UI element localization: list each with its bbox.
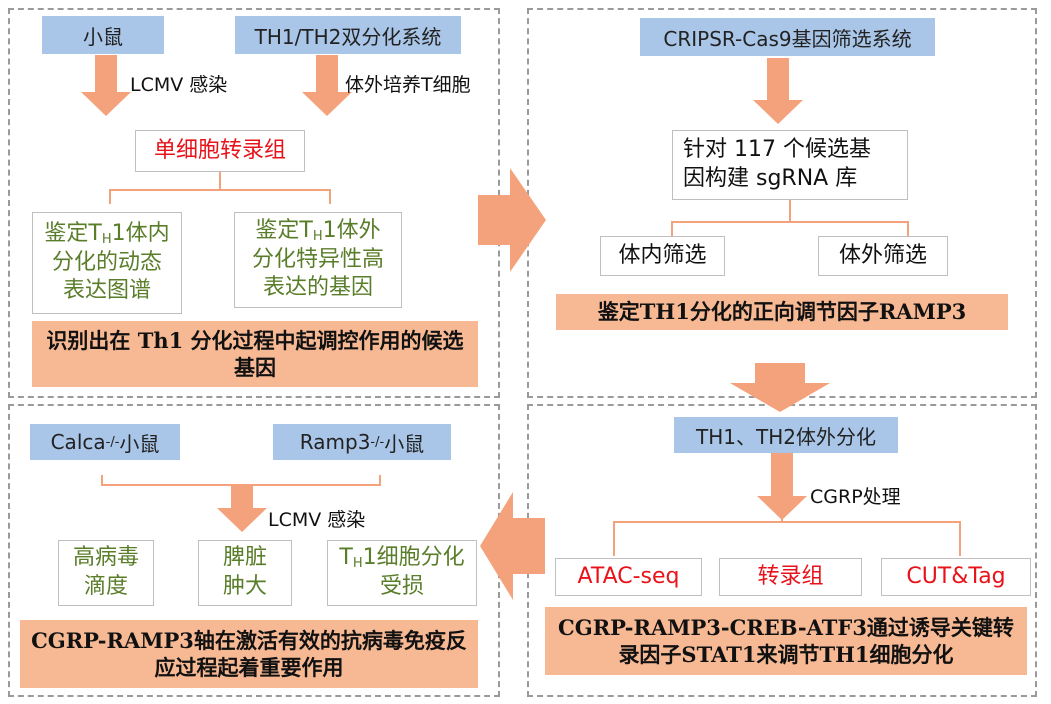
in-vitro-screen-box: 体外筛选 [818, 236, 948, 276]
arrow-right-between-panels [478, 168, 546, 272]
mice-box: 小鼠 [42, 16, 164, 54]
splenomegaly-box: 脾脏 肿大 [198, 540, 292, 606]
candidate-genes-result: 识别出在 Th1 分化过程中起调控作用的候选基因 [32, 321, 478, 387]
in-vitro-genes-text-c: 分化特异性高 [251, 246, 384, 272]
arrow-down-mice [81, 55, 131, 116]
in-vivo-profile-text-b: 1体内 [111, 220, 170, 246]
arrow-down-lcmv [217, 485, 267, 532]
scrna-box: 单细胞转录组 [135, 130, 305, 172]
calca-ko-mice-box: Calca-/-小鼠 [30, 424, 180, 460]
lcmv-infection-label: LCMV 感染 [130, 74, 228, 96]
in-vitro-genes-text-a: 鉴定T [255, 217, 313, 243]
connector-library-split [671, 200, 909, 236]
in-vivo-profile-sub: H [101, 231, 112, 247]
calca-ko-text-b: 小鼠 [119, 431, 160, 456]
mechanism-result: CGRP-RAMP3-CREB-ATF3通过诱导关键转录因子STAT1来调节TH… [545, 607, 1027, 675]
th1-impaired-text-b: 1细胞分化 [362, 545, 465, 571]
th1-impaired-text-a: T [339, 545, 353, 571]
calca-ko-sup: -/- [105, 434, 120, 450]
arrow-down-cgrp [757, 452, 807, 520]
sgrna-library-box: 针对 117 个候选基 因构建 sgRNA 库 [672, 130, 908, 200]
viral-titer-box: 高病毒 滴度 [58, 540, 154, 606]
in-vitro-genes-box: 鉴定TH1体外 分化特异性高 表达的基因 [234, 212, 402, 308]
in-vivo-screen-box: 体内筛选 [600, 236, 725, 276]
th1-impaired-text-c: 受损 [379, 574, 424, 600]
connector-sequencing-split [613, 512, 961, 556]
splenomegaly-line2: 肿大 [222, 574, 267, 599]
arrow-left-between-panels [480, 492, 545, 600]
arrow-down-between-panels [730, 363, 830, 412]
lcmv-infection-label-2: LCMV 感染 [268, 509, 366, 531]
ramp3-ko-sup: -/- [370, 434, 385, 450]
th-differentiation-box: TH1、TH2体外分化 [674, 417, 898, 453]
in-vitro-culture-label: 体外培养T细胞 [345, 74, 471, 96]
calca-ko-text-a: Calca [50, 430, 106, 454]
sgrna-library-line1: 针对 117 个候选基 [683, 137, 871, 163]
in-vivo-profile-text-a: 鉴定T [44, 220, 102, 246]
ramp3-ko-mice-box: Ramp3-/-小鼠 [273, 424, 451, 460]
in-vitro-genes-sub: H [312, 228, 323, 244]
atac-seq-box: ATAC-seq [555, 558, 702, 596]
th1-th2-system-box: TH1/TH2双分化系统 [235, 16, 461, 54]
cgrp-treatment-label: CGRP处理 [810, 486, 901, 508]
connector-scrna-split [109, 172, 331, 204]
ramp3-ko-text-b: 小鼠 [384, 431, 425, 456]
in-vivo-profile-text-d: 表达图谱 [62, 278, 151, 304]
splenomegaly-line1: 脾脏 [222, 545, 267, 571]
antiviral-result: CGRP-RAMP3轴在激活有效的抗病毒免疫反应过程起着重要作用 [20, 620, 478, 688]
sgrna-library-line2: 因构建 sgRNA 库 [683, 166, 858, 191]
arrow-down-crispr [753, 58, 803, 124]
in-vitro-genes-text-d: 表达的基因 [262, 275, 373, 301]
crispr-system-box: CRIPSR-Cas9基因筛选系统 [640, 18, 935, 56]
th1-impaired-box: TH1细胞分化 受损 [327, 540, 477, 606]
viral-titer-line1: 高病毒 [72, 545, 139, 571]
th1-impaired-sub: H [352, 556, 363, 572]
in-vivo-profile-text-c: 分化的动态 [51, 249, 162, 275]
in-vitro-genes-text-b: 1体外 [322, 217, 381, 243]
viral-titer-line2: 滴度 [83, 574, 128, 599]
in-vivo-profile-box: 鉴定TH1体内 分化的动态 表达图谱 [32, 212, 182, 314]
ramp3-result: 鉴定TH1分化的正向调节因子RAMP3 [556, 294, 1008, 330]
ramp3-ko-text-a: Ramp3 [299, 430, 371, 454]
arrow-down-system [302, 55, 352, 116]
cut-tag-box: CUT&Tag [881, 558, 1031, 596]
transcriptome-box: 转录组 [719, 558, 862, 596]
connector-mice-merge [101, 475, 381, 486]
